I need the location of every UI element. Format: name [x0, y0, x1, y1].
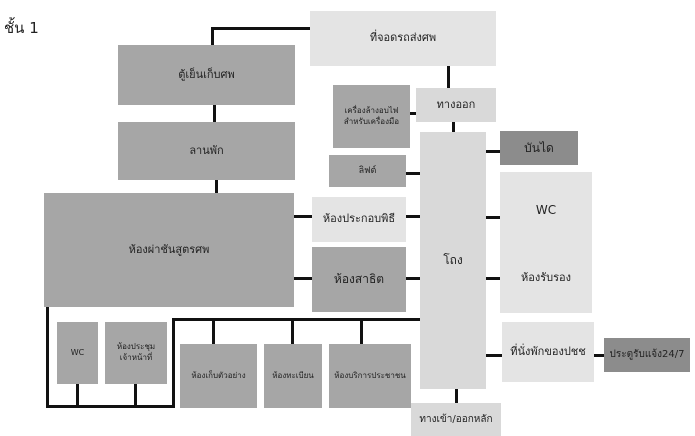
connector-line — [486, 277, 500, 280]
public-waiting-area: ที่นั่งพักของปชช — [502, 322, 594, 382]
corridor-line — [172, 318, 175, 408]
connector-line — [410, 112, 418, 115]
tool-washer: เครื่องล้างอบไฟ สำหรับเครื่องมือ — [333, 85, 410, 148]
corridor-line — [76, 384, 79, 408]
wc-right: WC — [500, 172, 592, 249]
connector-line — [406, 277, 420, 280]
connector-line — [294, 277, 312, 280]
connector-line — [406, 172, 420, 175]
corridor-line — [291, 318, 294, 344]
main-entrance: ทางเข้า/ออกหลัก — [411, 403, 501, 436]
connector-line — [486, 354, 502, 357]
connector-line — [447, 66, 450, 88]
wc-left: WC — [57, 322, 98, 384]
ceremony-room: ห้องประกอบพิธี — [312, 197, 406, 242]
connector-line — [294, 215, 312, 218]
corridor-line — [134, 384, 137, 408]
corridor-line — [212, 318, 215, 344]
specimen-room: ห้องเก็บตัวอย่าง — [180, 344, 257, 408]
demonstration-room: ห้องสาธิต — [312, 247, 406, 312]
staff-meeting-room: ห้องประชุม เจ้าหน้าที่ — [105, 322, 167, 384]
corridor-line — [360, 318, 363, 344]
connector-line — [452, 122, 455, 132]
courtyard: ลานพัก — [118, 122, 295, 180]
main-hall: โถง — [420, 132, 486, 389]
exit: ทางออก — [416, 88, 496, 122]
autopsy-room: ห้องผ่าชันสูตรศพ — [44, 193, 294, 307]
public-service-room: ห้องบริการประชาชน — [329, 344, 411, 408]
cold-storage-room: ตู้เย็นเก็บศพ — [118, 45, 295, 105]
connector-line — [211, 27, 214, 47]
corridor-line — [46, 405, 175, 408]
hearse-parking: ที่จอดรถส่งศพ — [310, 11, 496, 66]
connector-line — [215, 178, 218, 195]
corridor-line — [46, 306, 49, 408]
reception-room: ห้องรับรอง — [500, 244, 592, 313]
lift: ลิฟต์ — [329, 155, 406, 187]
floor-title: ชั้น 1 — [4, 19, 39, 37]
notification-door: ประตูรับแจ้ง24/7 — [604, 338, 690, 372]
connector-line — [455, 389, 458, 403]
connector-line — [486, 150, 500, 153]
connector-line — [213, 105, 216, 123]
connector-line — [594, 354, 604, 357]
corridor-line — [172, 318, 422, 321]
connector-line — [211, 27, 310, 30]
stairs: บันได — [500, 131, 578, 165]
connector-line — [486, 216, 500, 219]
connector-line — [406, 215, 420, 218]
registry-room: ห้องทะเบียน — [264, 344, 322, 408]
